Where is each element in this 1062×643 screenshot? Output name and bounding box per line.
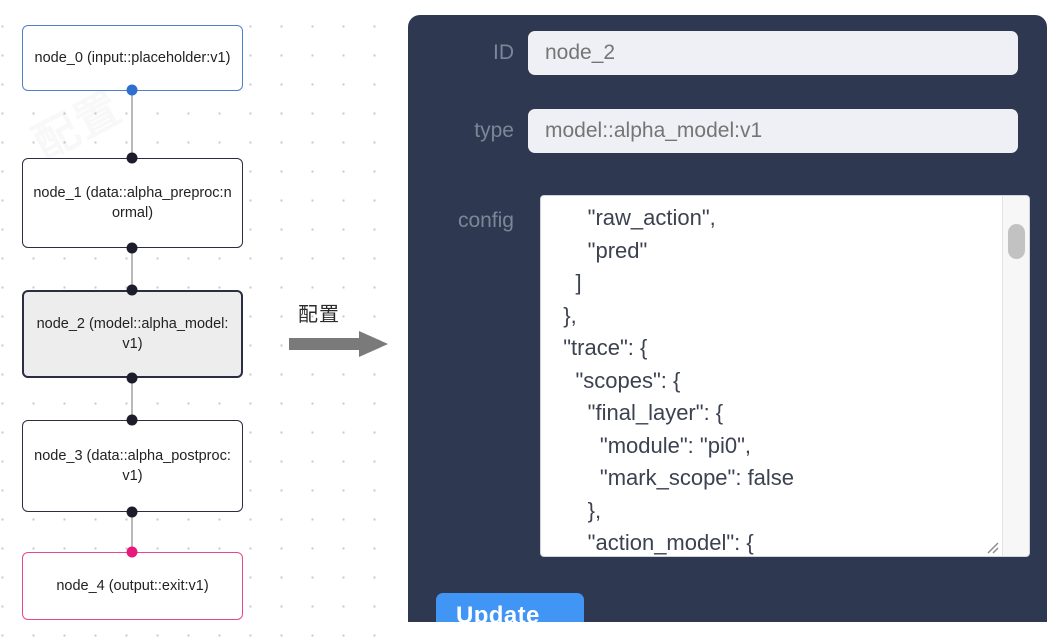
arrow-label: 配置: [298, 304, 340, 326]
edge-node2-node3: [131, 378, 133, 420]
node-handle-node_4-target[interactable]: [126, 546, 138, 558]
graph-node-label: node_1 (data::alpha_preproc:normal): [33, 185, 232, 221]
graph-node-node_2[interactable]: node_2 (model::alpha_model:v1): [22, 290, 243, 378]
config-field-label: config: [457, 209, 514, 232]
id-input[interactable]: [528, 31, 1018, 75]
edge-node1-node2: [131, 248, 133, 290]
page-scrollbar[interactable]: [1047, 15, 1062, 622]
node-handle-node_1-source[interactable]: [126, 242, 138, 254]
edge-node0-node1: [131, 90, 133, 158]
node-handle-node_2-source[interactable]: [126, 372, 138, 384]
config-textarea-wrapper[interactable]: "raw_action", "pred" ] }, "trace": { "sc…: [540, 195, 1030, 557]
field-row-type: type: [408, 109, 1018, 153]
graph-node-node_4[interactable]: node_4 (output::exit:v1): [22, 552, 243, 620]
config-textarea[interactable]: "raw_action", "pred" ] }, "trace": { "sc…: [563, 205, 795, 555]
graph-node-label: node_4 (output::exit:v1): [56, 578, 209, 594]
graph-node-label: node_2 (model::alpha_model:v1): [36, 316, 229, 352]
update-button[interactable]: Update: [436, 593, 584, 622]
resize-grip-icon[interactable]: [983, 538, 999, 554]
id-field-label: ID: [493, 41, 514, 64]
graph-node-node_0[interactable]: node_0 (input::placeholder:v1): [22, 25, 243, 91]
graph-node-label: node_3 (data::alpha_postproc:v1): [34, 448, 231, 484]
config-scrollbar-thumb[interactable]: [1008, 224, 1025, 259]
graph-node-node_1[interactable]: node_1 (data::alpha_preproc:normal): [22, 158, 243, 248]
type-input[interactable]: [528, 109, 1018, 153]
node-handle-node_3-source[interactable]: [126, 506, 138, 518]
graph-canvas[interactable]: 配置 配置 node_0 (input::placeholder:v1) nod…: [0, 0, 400, 643]
graph-node-node_3[interactable]: node_3 (data::alpha_postproc:v1): [22, 420, 243, 512]
node-handle-node_0-source[interactable]: [126, 84, 138, 96]
type-field-label: type: [474, 119, 514, 142]
node-handle-node_2-target[interactable]: [126, 284, 138, 296]
field-row-id: ID: [408, 31, 1018, 75]
config-arrow-annotation: 配置: [289, 298, 394, 360]
config-scrollbar-track[interactable]: [1002, 196, 1029, 556]
node-handle-node_1-target[interactable]: [126, 152, 138, 164]
edge-node3-node4: [131, 512, 133, 552]
node-handle-node_3-target[interactable]: [126, 414, 138, 426]
arrow-right-icon: [289, 331, 388, 357]
node-config-panel: ID type config "raw_action", "pred" ] },…: [408, 15, 1047, 622]
graph-node-label: node_0 (input::placeholder:v1): [34, 50, 231, 66]
